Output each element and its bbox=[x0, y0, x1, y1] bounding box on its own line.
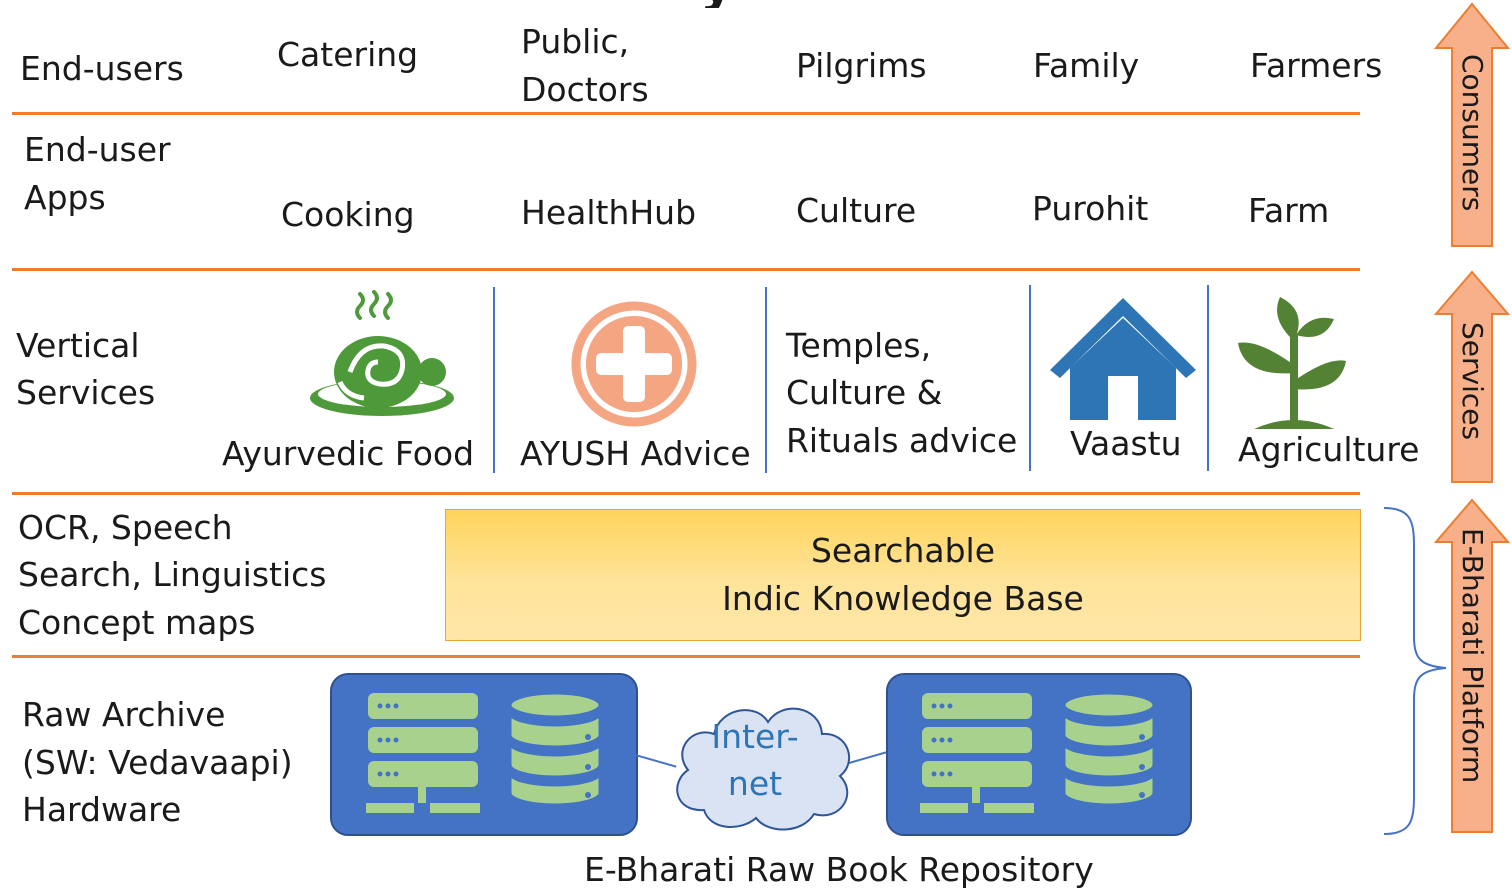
arrow-label-platform: E-Bharati Platform bbox=[1456, 528, 1489, 784]
end-user-pilgrims: Pilgrims bbox=[796, 46, 927, 85]
service-separator-2 bbox=[765, 287, 767, 473]
divider-2 bbox=[12, 268, 1360, 271]
service-separator-1 bbox=[493, 287, 495, 473]
server-block-left bbox=[330, 673, 638, 836]
app-purohit: Purohit bbox=[1032, 189, 1149, 228]
kb-title-line2: Indic Knowledge Base bbox=[722, 579, 1084, 618]
service-temples-1: Temples, bbox=[786, 326, 932, 365]
divider-1 bbox=[12, 112, 1360, 115]
arrow-platform bbox=[1434, 498, 1510, 833]
server-icon bbox=[920, 693, 1034, 813]
divider-3 bbox=[12, 492, 1360, 495]
database-icon bbox=[1062, 691, 1156, 807]
cloud-label-line2: net bbox=[727, 764, 783, 803]
end-user-family: Family bbox=[1033, 46, 1140, 85]
end-user-public: Public, bbox=[521, 22, 630, 61]
app-farm: Farm bbox=[1248, 191, 1330, 230]
server-block-right bbox=[886, 673, 1192, 836]
layer-label-services-1: Vertical bbox=[16, 326, 140, 365]
knowledge-base-box: Searchable Indic Knowledge Base bbox=[445, 509, 1361, 641]
service-separator-4 bbox=[1207, 285, 1209, 471]
arrow-label-services: Services bbox=[1456, 322, 1489, 441]
layer-label-archive-2: (SW: Vedavaapi) bbox=[22, 743, 293, 782]
layer-label-platform-2: Search, Linguistics bbox=[18, 555, 327, 594]
service-vaastu: Vaastu bbox=[1070, 424, 1182, 463]
divider-4 bbox=[12, 655, 1360, 658]
cloud-label-line1: Inter- bbox=[711, 717, 799, 756]
service-ayush-advice: AYUSH Advice bbox=[520, 434, 751, 473]
food-bowl-icon bbox=[310, 290, 454, 416]
kb-title-line1: Searchable bbox=[810, 531, 995, 570]
database-icon bbox=[508, 691, 602, 807]
service-separator-3 bbox=[1029, 285, 1031, 471]
server-icon bbox=[366, 693, 480, 813]
layer-label-apps-1: End-user bbox=[24, 130, 171, 169]
app-healthhub: HealthHub bbox=[521, 193, 697, 232]
end-user-catering: Catering bbox=[277, 35, 419, 74]
plant-icon bbox=[1238, 297, 1346, 429]
end-user-doctors: Doctors bbox=[521, 70, 649, 109]
layer-label-platform-3: Concept maps bbox=[18, 603, 256, 642]
arrow-services bbox=[1434, 270, 1510, 483]
layer-label-archive-3: Hardware bbox=[22, 790, 182, 829]
title-fragment: y bbox=[700, 0, 742, 8]
layer-label-end-users: End-users bbox=[20, 49, 184, 88]
service-temples-3: Rituals advice bbox=[786, 421, 1018, 460]
layer-label-services-2: Services bbox=[16, 373, 156, 412]
end-user-farmers: Farmers bbox=[1250, 46, 1383, 85]
app-culture: Culture bbox=[796, 191, 917, 230]
app-cooking: Cooking bbox=[281, 195, 415, 234]
layer-label-platform-1: OCR, Speech bbox=[18, 508, 233, 547]
repository-caption: E-Bharati Raw Book Repository bbox=[584, 850, 1094, 889]
layer-label-archive-1: Raw Archive bbox=[22, 695, 226, 734]
arrow-label-consumers: Consumers bbox=[1456, 54, 1489, 212]
service-agriculture: Agriculture bbox=[1238, 430, 1420, 469]
layer-label-apps-2: Apps bbox=[24, 178, 106, 217]
medical-cross-icon bbox=[571, 301, 697, 427]
cloud-icon bbox=[676, 707, 851, 831]
service-temples-2: Culture & bbox=[786, 373, 943, 412]
service-ayurvedic-food: Ayurvedic Food bbox=[222, 434, 475, 473]
platform-brace bbox=[1383, 507, 1447, 835]
house-icon bbox=[1050, 298, 1196, 420]
arrow-consumers bbox=[1434, 2, 1510, 247]
